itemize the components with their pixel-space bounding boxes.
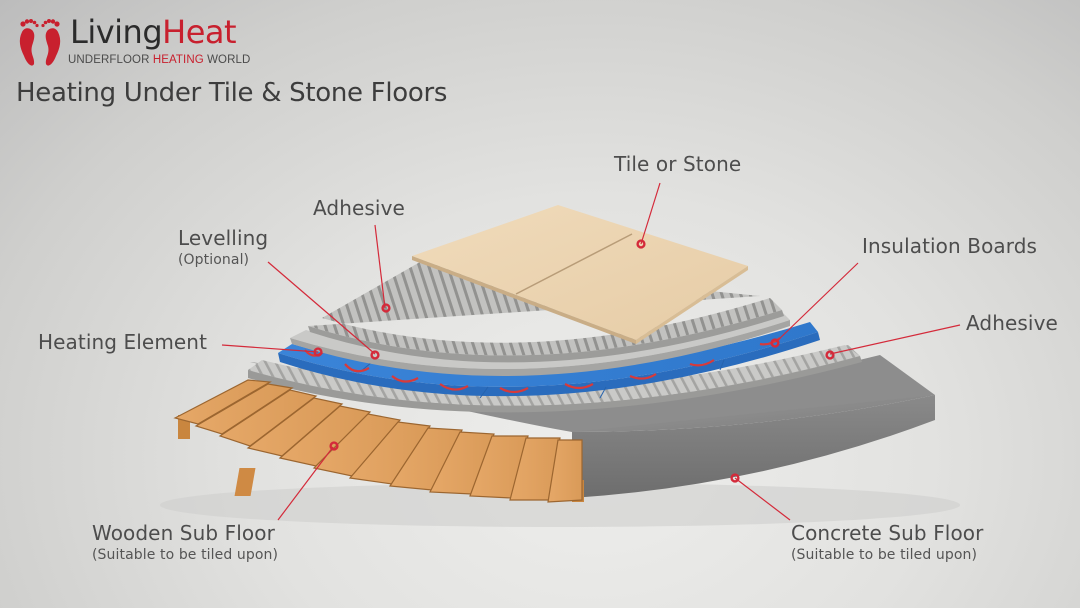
label-wooden-subfloor: Wooden Sub Floor (Suitable to be tiled u… xyxy=(92,521,278,563)
wooden-subfloor-layer xyxy=(173,379,584,503)
concrete-subfloor-title: Concrete Sub Floor xyxy=(791,521,984,545)
label-adhesive-top: Adhesive xyxy=(313,196,405,220)
label-concrete-subfloor: Concrete Sub Floor (Suitable to be tiled… xyxy=(791,521,983,563)
brand-tagline: UNDERFLOOR HEATING WORLD xyxy=(68,54,250,66)
label-heating-element: Heating Element xyxy=(38,330,208,354)
label-adhesive-bottom: Adhesive xyxy=(966,311,1058,335)
brand-logo: LivingHeat UNDERFLOOR HEATING WORLD xyxy=(14,12,264,72)
tile-joint xyxy=(515,233,633,295)
callout-dot-concrete-subfloor xyxy=(730,473,740,483)
callout-dot-wooden-subfloor xyxy=(329,441,339,451)
footprints-icon xyxy=(19,19,61,66)
label-tile-or-stone: Tile or Stone xyxy=(614,152,742,176)
wooden-subfloor-note: (Suitable to be tiled upon) xyxy=(92,547,279,563)
insulation-board-layer xyxy=(278,322,820,399)
levelling-note: (Optional) xyxy=(178,252,250,268)
tile-layer xyxy=(412,205,748,344)
callout-dots xyxy=(313,239,835,483)
tagline-part-3: WORLD xyxy=(203,54,251,66)
callout-dot-insulation xyxy=(770,338,780,348)
wooden-subfloor-title: Wooden Sub Floor xyxy=(92,521,275,545)
callout-lines xyxy=(221,182,961,521)
callout-dot-levelling xyxy=(370,350,380,360)
page-title: Heating Under Tile & Stone Floors xyxy=(16,78,448,108)
label-insulation-boards: Insulation Boards xyxy=(862,234,1038,258)
brand-name: LivingHeat xyxy=(70,12,237,52)
concrete-subfloor-note: (Suitable to be tiled upon) xyxy=(791,547,978,563)
label-levelling: Levelling (Optional) xyxy=(178,226,268,268)
tagline-part-1: UNDERFLOOR xyxy=(68,54,153,66)
brand-name-heat: Heat xyxy=(162,13,237,51)
levelling-title: Levelling xyxy=(178,226,269,250)
callout-dot-tile xyxy=(636,239,646,249)
callout-dot-adhesive-bottom xyxy=(825,350,835,360)
callout-dot-heating-element xyxy=(313,347,323,357)
adhesive-bottom-layer xyxy=(248,345,862,413)
brand-name-living: Living xyxy=(70,13,163,51)
tagline-part-2: HEATING xyxy=(152,54,204,66)
concrete-subfloor-layer xyxy=(250,355,935,498)
callout-dot-adhesive-top xyxy=(381,303,391,313)
